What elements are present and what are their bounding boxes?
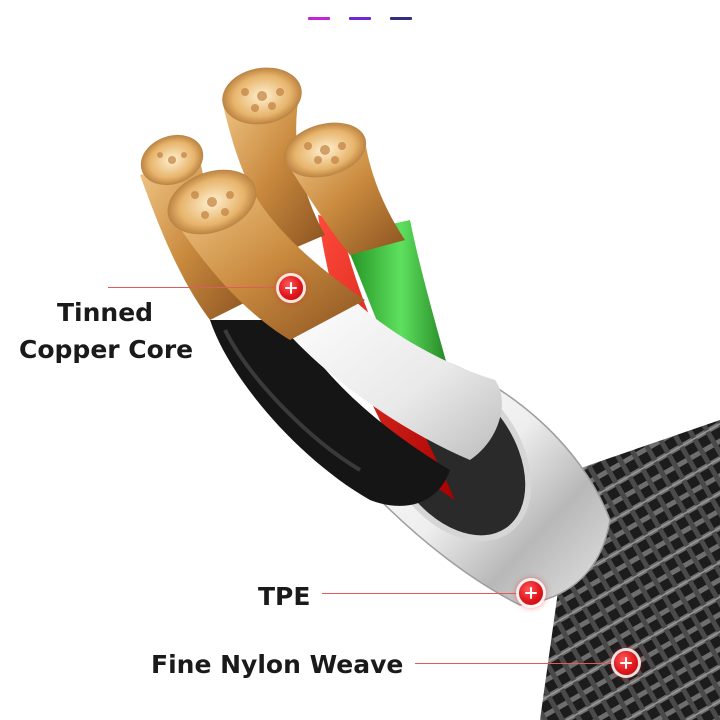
copper-callout-line: [108, 287, 278, 288]
plus-marker-icon[interactable]: [614, 651, 638, 675]
white-wire: [285, 290, 502, 460]
indicator-dash-2: [349, 17, 371, 20]
tpe-callout-line: [322, 593, 518, 594]
nylon-callout-line: [415, 663, 613, 664]
strand-ends: [157, 88, 346, 219]
copper-label-line2: Copper Core: [19, 335, 194, 364]
indicator-dash-3: [390, 17, 412, 20]
copper-strand-2: [222, 90, 325, 250]
plus-marker-icon[interactable]: [519, 581, 543, 605]
copper-label-line1: Tinned: [57, 298, 154, 327]
tpe-label: TPE: [258, 582, 311, 611]
black-wire: [210, 320, 450, 506]
nylon-label: Fine Nylon Weave: [151, 650, 404, 679]
plus-marker-icon[interactable]: [279, 276, 303, 300]
indicator-dash-1: [308, 17, 330, 20]
